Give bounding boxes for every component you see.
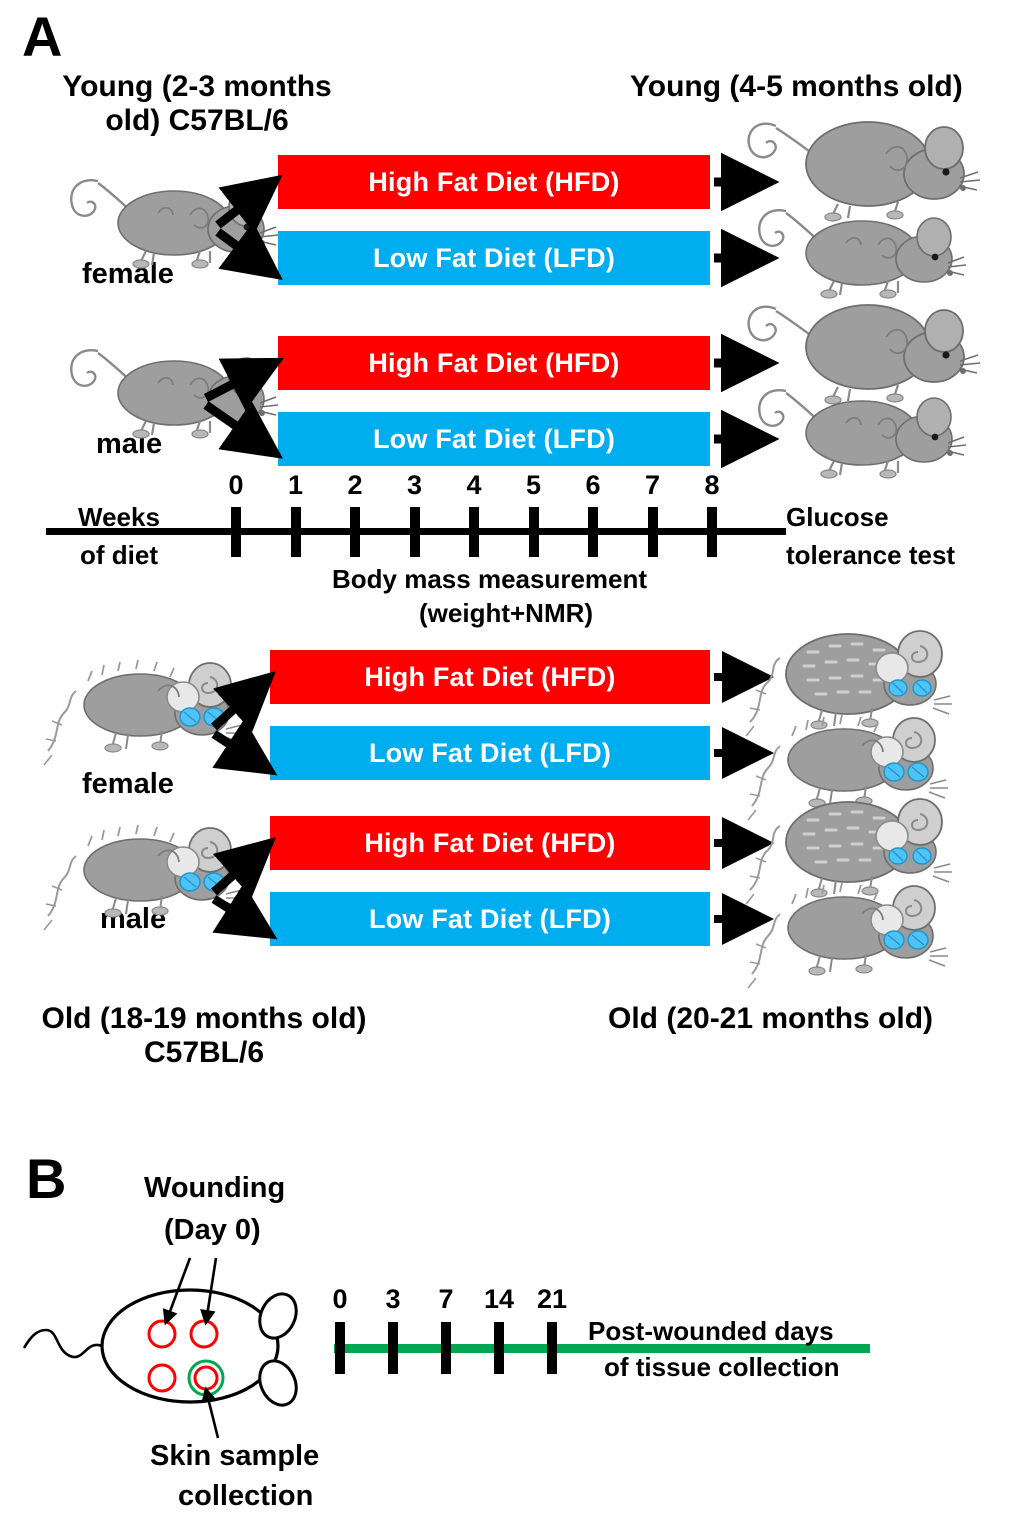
wounding-label-line2: (Day 0)	[164, 1214, 261, 1246]
sex-label-old-male: male	[100, 903, 167, 935]
arrow-wounding-left	[162, 1257, 192, 1326]
postwound-tick-3	[388, 1322, 398, 1374]
mouse-dorsal-outline-icon	[22, 1288, 298, 1407]
weeks-tick-label-3: 3	[406, 470, 423, 500]
panel-letter-b: B	[26, 1147, 66, 1210]
old-right-label: Old (20-21 months old)	[608, 1002, 934, 1035]
mouse-young-male-lfd-result-icon	[758, 389, 968, 480]
diet-bar-young-male-lfd[interactable]: Low Fat Diet (LFD)	[278, 412, 710, 466]
glucose-label-line2: tolerance test	[786, 540, 956, 570]
weeks-axis-title-line2: of diet	[80, 540, 158, 570]
weeks-tick-label-5: 5	[525, 470, 542, 500]
postwound-tick-21	[547, 1322, 557, 1374]
arrow-young-male-lfd	[203, 401, 284, 459]
weeks-tick-label-4: 4	[466, 470, 482, 500]
panel-letter-a: A	[22, 5, 62, 68]
wound-top-right	[189, 1319, 219, 1349]
postwound-label-line1: Post-wounded days	[588, 1316, 834, 1346]
arrow-old-female-hfd	[210, 670, 277, 732]
postwound-tick-label-0: 0	[332, 1284, 348, 1314]
weeks-tick-label-8: 8	[704, 470, 720, 500]
mouse-young-female-lfd-result-icon	[758, 209, 968, 300]
wound-bottom-left	[147, 1363, 177, 1393]
postwound-tick-label-3: 3	[385, 1284, 401, 1314]
mouse-young-male-icon	[70, 349, 280, 440]
weeks-tick-8	[707, 507, 717, 557]
mouse-young-female-icon	[70, 179, 280, 270]
arrow-old-female-lfd	[211, 718, 278, 776]
weeks-tick-5	[528, 507, 539, 557]
postwound-axis-line	[334, 1344, 870, 1353]
wound-top-left	[147, 1319, 177, 1349]
mouse-young-female-hfd-result-icon	[747, 120, 982, 223]
arrow-young-female-lfd	[215, 221, 283, 281]
postwound-tick-0	[335, 1322, 345, 1374]
diet-bar-young-female-lfd[interactable]: Low Fat Diet (LFD)	[278, 231, 710, 285]
arrow-old-male-lfd	[211, 883, 278, 940]
weeks-tick-4	[469, 507, 479, 557]
diet-bar-old-female-lfd[interactable]: Low Fat Diet (LFD)	[270, 726, 710, 780]
postwound-label-line2: of tissue collection	[604, 1352, 840, 1382]
postwound-tick-14	[494, 1322, 504, 1374]
sex-label-young-male: male	[96, 428, 163, 460]
weeks-tick-label-7: 7	[644, 470, 661, 500]
weeks-tick-label-6: 6	[585, 470, 601, 500]
weeks-tick-label-0: 0	[228, 470, 244, 500]
arrow-skin-sample-collection	[201, 1386, 220, 1439]
postwound-tick-label-21: 21	[536, 1284, 568, 1314]
arrow-wounding-right	[200, 1257, 218, 1326]
weeks-tick-3	[409, 507, 420, 557]
mouse-old-male-lfd-result-icon	[747, 882, 949, 989]
body-mass-label-line2: (weight+NMR)	[419, 598, 594, 628]
diet-bar-old-male-hfd[interactable]: High Fat Diet (HFD)	[270, 816, 710, 870]
skin-collection-label-line1: Skin sample	[150, 1440, 320, 1472]
arrow-young-female-hfd	[215, 174, 283, 234]
weeks-tick-1	[290, 507, 301, 557]
arrow-young-male-hfd	[203, 357, 285, 411]
young-left-label: Young (2-3 months old) C57BL/6	[62, 70, 332, 137]
postwound-tick-label-14: 14	[483, 1284, 515, 1314]
body-mass-label-line1: Body mass measurement	[332, 564, 648, 594]
glucose-label-line1: Glucose	[786, 502, 889, 532]
weeks-tick-label-2: 2	[347, 470, 363, 500]
mouse-young-male-hfd-result-icon	[747, 303, 982, 406]
wounding-label-line1: Wounding	[144, 1172, 286, 1204]
diet-bar-old-male-lfd[interactable]: Low Fat Diet (LFD)	[270, 892, 710, 946]
mouse-old-female-icon	[43, 659, 245, 766]
skin-collection-label-line2: collection	[178, 1480, 314, 1512]
diet-bar-old-female-hfd[interactable]: High Fat Diet (HFD)	[270, 650, 710, 704]
diet-bar-young-female-hfd[interactable]: High Fat Diet (HFD)	[278, 155, 710, 209]
old-left-label: Old (18-19 months old) C57BL/6	[41, 1002, 367, 1069]
weeks-axis-title-line1: Weeks	[78, 502, 160, 532]
postwound-tick-7	[441, 1322, 451, 1374]
diet-bar-young-male-hfd[interactable]: High Fat Diet (HFD)	[278, 336, 710, 390]
wound-bottom-right	[187, 1359, 225, 1397]
mouse-old-female-lfd-result-icon	[747, 714, 949, 821]
arrow-old-male-hfd	[211, 837, 277, 898]
weeks-tick-label-1: 1	[287, 470, 304, 500]
young-right-label: Young (4-5 months old)	[630, 70, 963, 103]
weeks-tick-2	[350, 507, 360, 557]
weeks-tick-7	[647, 507, 658, 557]
mouse-old-female-hfd-result-icon	[744, 629, 954, 738]
weeks-tick-0	[231, 507, 241, 557]
postwound-tick-label-7: 7	[438, 1284, 454, 1314]
sex-label-young-female: female	[82, 258, 174, 290]
weeks-tick-6	[588, 507, 598, 557]
sex-label-old-female: female	[82, 768, 174, 800]
mouse-old-male-hfd-result-icon	[744, 797, 954, 906]
